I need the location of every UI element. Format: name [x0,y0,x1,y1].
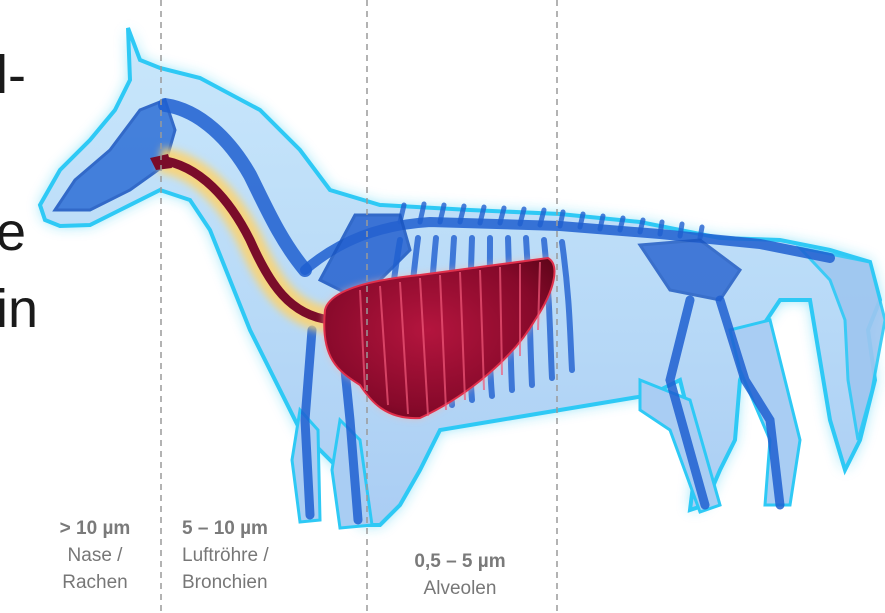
zone-particle-size: 0,5 – 5 µm [380,548,540,575]
zone-region-line2: Bronchien [182,569,306,596]
zone-region-line1: Luftröhre / [182,542,306,569]
zone-particle-size: > 10 µm [36,515,154,542]
zone-region-line1: Nase / [36,542,154,569]
zone-region-line1: Alveolen [380,575,540,602]
zone-particle-size: 5 – 10 µm [182,515,306,542]
zone-label-trachea: 5 – 10 µm Luftröhre / Bronchien [168,515,306,596]
zone-label-nose: > 10 µm Nase / Rachen [36,515,154,596]
zone-label-alveoli: 0,5 – 5 µm Alveolen [380,548,540,602]
zone-region-line2: Rachen [36,569,154,596]
